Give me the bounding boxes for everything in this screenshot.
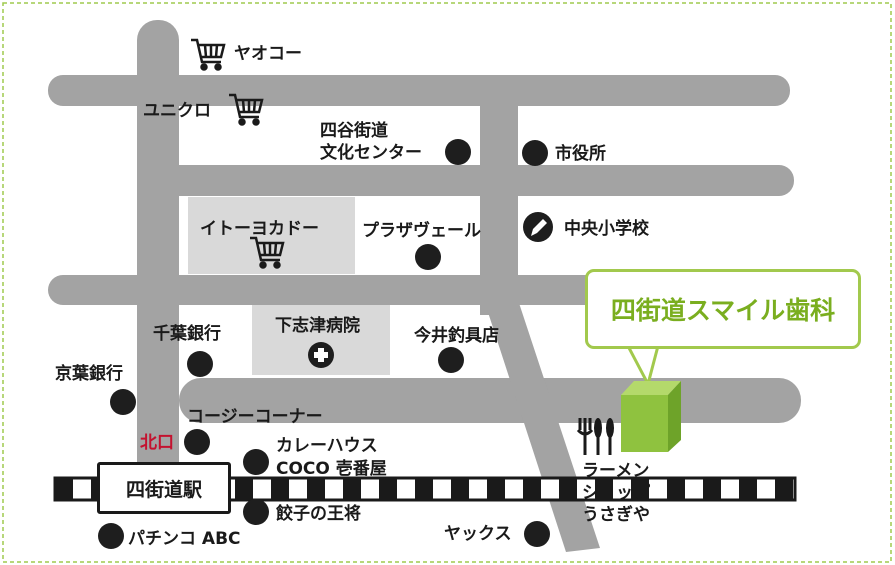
plus-icon xyxy=(308,342,334,368)
dot-imai-fishing xyxy=(438,347,464,373)
label-yaks: ヤックス xyxy=(444,524,512,544)
label-keiyo-bank: 京葉銀行 xyxy=(55,364,123,384)
label-north-exit: 北口 xyxy=(140,433,174,453)
shopping-cart-icon xyxy=(229,93,264,126)
label-curry-line1: カレーハウス xyxy=(276,436,378,456)
label-imai-fishing: 今井釣具店 xyxy=(414,326,499,346)
clinic-callout: 四街道スマイル歯科 xyxy=(585,269,861,349)
label-culture-center-line2: 文化センター xyxy=(320,143,422,163)
clinic-name: 四街道スマイル歯科 xyxy=(610,296,836,325)
dot-plaza-veil xyxy=(415,244,441,270)
road-top xyxy=(48,75,790,106)
dot-chiba-bank xyxy=(187,351,213,377)
label-city-hall: 市役所 xyxy=(555,144,606,164)
pencil-icon xyxy=(523,212,553,242)
label-uniqlo: ユニクロ xyxy=(143,101,211,121)
location-dots xyxy=(98,139,550,549)
label-ramen-line3: うさぎや xyxy=(582,505,650,525)
station-box: 四街道駅 xyxy=(97,462,231,514)
dot-gyoza xyxy=(243,499,269,525)
label-pachinko: パチンコ ABC xyxy=(128,529,241,549)
label-cozy-corner: コージーコーナー xyxy=(187,407,323,427)
label-ramen-line2: ショップ xyxy=(582,483,650,503)
label-yaokou: ヤオコー xyxy=(234,44,302,64)
clinic-building-icon xyxy=(621,381,681,452)
label-chiba-bank: 千葉銀行 xyxy=(153,324,221,344)
road-lower xyxy=(48,275,608,305)
label-curry-line2: COCO 壱番屋 xyxy=(276,459,387,479)
label-itoyokado: イトーヨカドー xyxy=(200,219,319,239)
railway xyxy=(53,476,797,502)
label-central-school: 中央小学校 xyxy=(564,219,649,239)
dot-city-hall xyxy=(522,140,548,166)
dot-pachinko xyxy=(98,523,124,549)
label-culture-center-line1: 四谷街道 xyxy=(320,121,388,141)
label-shimoshizu-hospital: 下志津病院 xyxy=(275,316,360,336)
dot-keiyo-bank xyxy=(110,389,136,415)
label-plaza-veil: プラザヴェール xyxy=(362,221,481,241)
label-ramen-line1: ラーメン xyxy=(582,461,650,481)
road-center-vertical xyxy=(480,75,518,315)
fork-knife-icon xyxy=(576,418,614,455)
road-main-vertical xyxy=(137,20,179,510)
station-name: 四街道駅 xyxy=(125,478,202,501)
dot-curry xyxy=(243,449,269,475)
dot-culture-center xyxy=(445,139,471,165)
label-gyoza: 餃子の王将 xyxy=(276,504,361,524)
road-middle xyxy=(150,165,794,196)
shopping-cart-icon xyxy=(191,38,226,71)
dot-yaks xyxy=(524,521,550,547)
shopping-cart-icon xyxy=(250,236,285,269)
dot-north-exit xyxy=(184,429,210,455)
